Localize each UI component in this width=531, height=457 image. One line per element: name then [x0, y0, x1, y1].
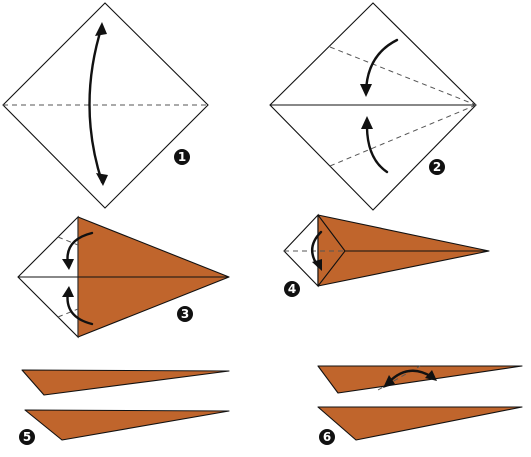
step-4-arrow-head	[312, 259, 322, 271]
step-3-crease-bottom	[57, 308, 79, 318]
step-5-number: 5	[23, 430, 31, 444]
step-6-upper-strip	[317, 365, 523, 394]
step-6: 6	[317, 365, 523, 445]
step-5-upper-strip	[21, 369, 230, 396]
step-3-number-badge: 3	[177, 306, 193, 322]
step-3: 3	[17, 215, 230, 339]
step-6-number-badge: 6	[319, 429, 335, 445]
step-1: 1	[2, 2, 209, 209]
step-3-arrow-head-top	[62, 259, 74, 270]
step-2-arrow-head-bottom	[361, 116, 373, 129]
step-1-number: 1	[178, 150, 186, 164]
step-6-arrow-head-right	[425, 370, 437, 381]
step-5: 5	[19, 369, 230, 445]
step-4-number: 4	[288, 282, 296, 296]
step-6-arrow-head-left	[383, 375, 395, 388]
step-6-number: 6	[323, 430, 331, 444]
step-5-lower-strip	[24, 409, 230, 441]
step-2-crease-top	[329, 46, 477, 106]
step-2-number: 2	[433, 160, 441, 174]
step-3-arrow-head-bottom	[62, 286, 74, 297]
step-6-lower-strip	[317, 406, 523, 441]
step-2-number-badge: 2	[429, 159, 445, 175]
step-4-number-badge: 4	[284, 281, 300, 297]
step-3-number: 3	[181, 307, 189, 321]
step-1-number-badge: 1	[174, 149, 190, 165]
step-5-number-badge: 5	[19, 429, 35, 445]
step-1-arrow-head-bottom	[96, 173, 108, 186]
step-2: 2	[269, 2, 477, 211]
step-4: 4	[283, 213, 490, 297]
step-2-square-paper	[269, 2, 477, 211]
step-1-arrow-head-top	[95, 22, 107, 36]
step-2-arrow-head-top	[360, 84, 372, 97]
step-3-crease-top	[57, 236, 79, 246]
step-1-fold-arrow	[88, 24, 104, 184]
